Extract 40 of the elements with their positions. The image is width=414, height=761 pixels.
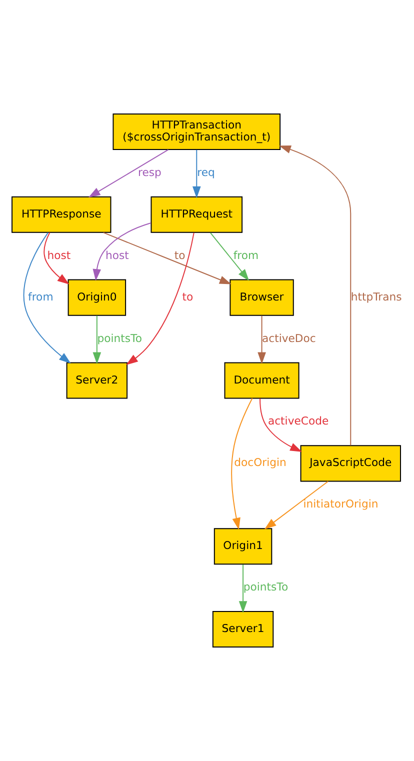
edge-label: resp [138,166,162,179]
arrow [278,145,352,446]
edge-label: activeDoc [262,332,316,345]
arrow [23,232,71,364]
node-box: Browser [230,279,294,316]
node-box: Origin1 [214,528,272,565]
node-box: HTTPResponse [12,196,112,233]
arrow [260,398,302,452]
edge-label: req [197,166,215,179]
edge-label: to [182,290,194,304]
node-box: HTTPRequest [150,196,243,233]
arrow [88,149,169,198]
node-box: Origin0 [68,279,126,316]
node-box: HTTPTransaction ($crossOriginTransaction_t) [112,113,281,150]
edge-label: activeCode [268,414,329,428]
arrow [258,315,266,364]
arrow [210,232,250,281]
arrow [238,564,248,613]
arrow [44,232,70,284]
node-box: Server1 [212,611,274,648]
edge-label: pointsTo [97,332,142,345]
edge-label: from [233,248,259,262]
edge-label: from [28,290,54,304]
arrow [264,480,329,530]
arrow [192,149,201,198]
edge-label: docOrigin [234,456,286,470]
arrow [92,315,102,364]
arrow [92,222,152,281]
edge-label: httpTrans [350,290,402,304]
arrow [231,398,253,530]
node-box: JavaScriptCode [300,445,401,482]
edge-label: host [105,248,129,262]
node-box: Document [224,362,300,399]
edge-label: to [174,248,186,262]
edge-label: host [47,248,71,262]
edge-label: pointsTo [243,580,288,594]
node-box: Server2 [66,362,128,399]
arrow [102,232,232,284]
edge-label: initiatorOrigin [303,498,378,511]
arrow [126,232,194,365]
